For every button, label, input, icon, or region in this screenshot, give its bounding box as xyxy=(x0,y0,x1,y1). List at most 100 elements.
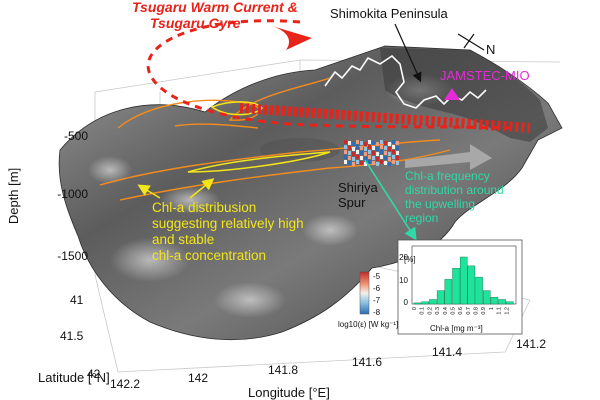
histogram-bar-10 xyxy=(490,297,499,305)
spur-label-line2: Spur xyxy=(338,195,366,210)
histogram-ytick-20: 20 xyxy=(399,253,408,262)
histogram-bar-2 xyxy=(429,299,437,305)
epsilon-dot-17 xyxy=(356,150,359,154)
epsilon-dot-14 xyxy=(352,162,355,166)
epsilon-dot-24 xyxy=(360,161,363,165)
chl-dist-line-2: suggesting relatively high xyxy=(152,216,304,231)
chl-contours-high xyxy=(187,101,331,173)
colorbar-tick-1: -5 xyxy=(373,272,381,281)
histogram-xtick-12: 1.2 xyxy=(504,307,510,315)
colorbar-label: log10(ε) [W kg⁻¹] xyxy=(338,320,398,329)
freq-line-3: the upwelling xyxy=(405,197,475,211)
flow-arrow xyxy=(405,144,492,170)
epsilon-dot-50 xyxy=(384,141,387,145)
epsilon-dot-34 xyxy=(368,160,371,164)
histogram-xtick-3: 0.3 xyxy=(435,307,441,315)
histogram-xtick-0: 0 xyxy=(412,307,418,310)
epsilon-dot-62 xyxy=(392,150,395,154)
histogram-bar-0 xyxy=(413,302,422,305)
histogram-xtick-9: 0.9 xyxy=(481,307,487,315)
histogram-xtick-7: 0.7 xyxy=(466,307,472,315)
histogram-bar-11 xyxy=(498,299,506,305)
epsilon-dot-69 xyxy=(396,161,399,165)
epsilon-dot-35 xyxy=(372,141,375,145)
colorbar: -5 -6 -7 -8 log10(ε) [W kg⁻¹] xyxy=(338,271,398,329)
epsilon-dot-2 xyxy=(344,150,347,154)
longitude-tick-141-4: 141.4 xyxy=(432,345,462,359)
histogram-bar-6 xyxy=(460,256,468,305)
histogram-y-label: [%] xyxy=(404,255,416,264)
latitude-tick-41: 41 xyxy=(70,293,84,307)
histogram-bar-4 xyxy=(444,279,453,305)
epsilon-dot-51 xyxy=(384,146,387,150)
epsilon-dot-29 xyxy=(364,162,367,166)
histogram-xtick-6: 0.6 xyxy=(458,307,464,315)
epsilon-dot-0 xyxy=(344,140,347,144)
epsilon-dot-22 xyxy=(360,151,363,155)
chl-dist-line-1: Chl-a distribusion xyxy=(152,200,256,215)
epsilon-dot-10 xyxy=(352,142,355,146)
histogram-xtick-8: 0.8 xyxy=(474,307,480,315)
epsilon-dot-47 xyxy=(380,150,383,154)
epsilon-dot-6 xyxy=(348,146,351,150)
seafloor-terrain xyxy=(58,45,563,341)
epsilon-dot-20 xyxy=(360,141,363,145)
epsilon-dot-61 xyxy=(392,145,395,149)
epsilon-dot-37 xyxy=(372,151,375,155)
epsilon-dot-44 xyxy=(376,162,379,166)
colorbar-tick-4: -8 xyxy=(373,308,381,317)
histogram-bar-7 xyxy=(467,265,476,305)
epsilon-dot-13 xyxy=(352,157,355,161)
frequency-annotation: Chl-a frequency distribution around the … xyxy=(364,159,504,241)
epsilon-dot-60 xyxy=(392,140,395,144)
peninsula-label: Shimokita Peninsula xyxy=(330,6,449,21)
epsilon-observations xyxy=(344,140,399,166)
epsilon-dot-53 xyxy=(384,156,387,160)
epsilon-dot-40 xyxy=(376,142,379,146)
colorbar-ramp xyxy=(359,271,370,315)
longitude-tick-141-8: 141.8 xyxy=(268,363,298,377)
freq-line-4: region xyxy=(405,211,438,225)
histogram-xtick-2: 0.2 xyxy=(427,307,433,315)
epsilon-dot-63 xyxy=(392,155,395,159)
epsilon-dot-55 xyxy=(388,142,391,146)
epsilon-dot-65 xyxy=(396,141,399,145)
epsilon-dot-23 xyxy=(360,156,363,160)
epsilon-dot-19 xyxy=(356,160,359,164)
histogram-bar-1 xyxy=(421,301,430,305)
epsilon-dot-12 xyxy=(352,152,355,156)
depth-tick-1500: -1500 xyxy=(57,249,88,263)
epsilon-dot-52 xyxy=(384,151,387,155)
epsilon-dot-8 xyxy=(348,156,351,160)
epsilon-dot-1 xyxy=(344,145,347,149)
histogram-xtick-5: 0.5 xyxy=(451,307,457,315)
epsilon-dot-64 xyxy=(392,160,395,164)
histogram-xtick-10: 1 xyxy=(489,307,495,310)
tsugaru-current xyxy=(146,19,531,133)
epsilon-dot-49 xyxy=(380,160,383,164)
epsilon-dot-9 xyxy=(348,161,351,165)
current-arrowhead xyxy=(272,26,312,50)
epsilon-dot-5 xyxy=(348,141,351,145)
epsilon-dot-30 xyxy=(368,140,371,144)
histogram-bar-9 xyxy=(483,290,491,305)
colorbar-tick-2: -6 xyxy=(373,284,381,293)
spur-label-line1: Shiriya xyxy=(338,180,379,195)
epsilon-dot-33 xyxy=(368,155,371,159)
depth-axis: Depth [m] -500 -1000 -1500 xyxy=(6,129,88,263)
histogram-bars xyxy=(413,256,514,305)
epsilon-dot-58 xyxy=(388,157,391,161)
longitude-axis-label: Longitude [°E] xyxy=(248,385,330,400)
latitude-tick-42: 42 xyxy=(87,367,101,381)
epsilon-dot-18 xyxy=(356,155,359,159)
histogram-bar-8 xyxy=(475,276,483,305)
epsilon-dot-25 xyxy=(364,142,367,146)
north-indicator: N xyxy=(457,33,495,57)
epsilon-dot-11 xyxy=(352,147,355,151)
longitude-axis: Longitude [°E] 142.2 142 141.8 141.6 141… xyxy=(110,337,546,400)
epsilon-dot-21 xyxy=(360,146,363,150)
